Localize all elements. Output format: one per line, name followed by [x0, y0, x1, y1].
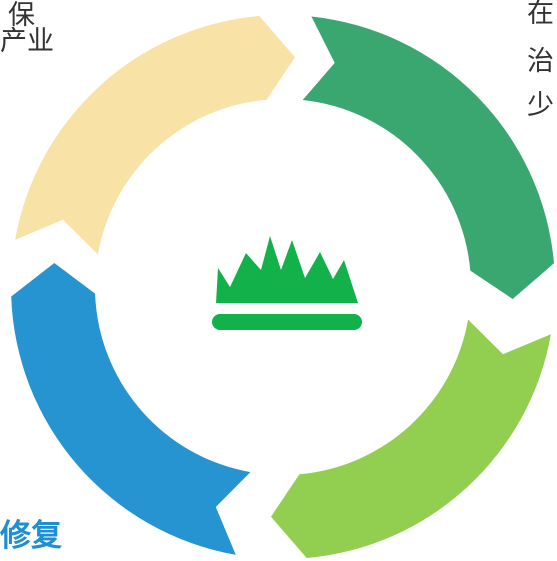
left-text-fragment-1: 保 [8, 0, 35, 31]
bottom-label-fragment: 修复 [0, 518, 62, 554]
yellow-arrow-segment [15, 16, 295, 255]
right-text-fragment-3: 少 [527, 90, 554, 121]
light-green-arrow-segment [271, 319, 551, 558]
right-text-fragment-1: 在 [527, 0, 554, 29]
dark-green-arrow-segment [302, 16, 554, 299]
grass-blades [216, 236, 358, 303]
right-text-fragment-2: 治 [527, 46, 554, 77]
grass-ground-bar [212, 314, 362, 330]
blue-arrow-segment [11, 263, 251, 555]
grass-icon [212, 236, 362, 330]
left-text-fragment-2: 产业 [0, 26, 54, 57]
